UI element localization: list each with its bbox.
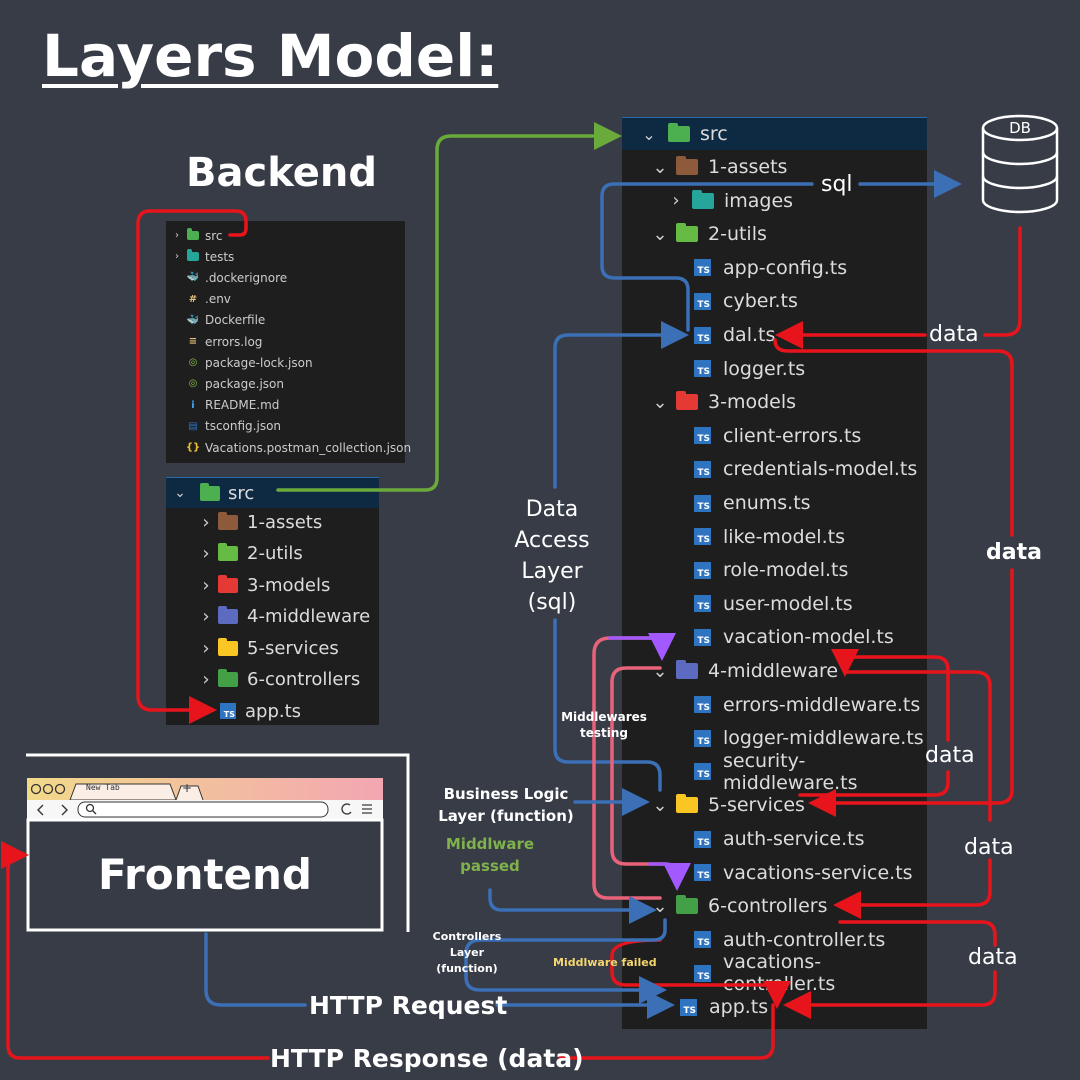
- new-tab-icon: +: [182, 781, 193, 795]
- file-label: app.ts: [245, 700, 302, 722]
- typescript-file-icon: TS: [694, 494, 711, 512]
- src-folder-header[interactable]: ⌄ src: [622, 117, 927, 150]
- chevron-down-icon: ⌄: [642, 124, 656, 144]
- browser-tab-label: New Tab: [86, 783, 120, 792]
- folder-row[interactable]: ⌄ 1-assets: [622, 151, 787, 183]
- typescript-file-icon: TS: [694, 427, 711, 445]
- middleware-failed-label: Middlware failed: [553, 956, 657, 969]
- frontend-title: Frontend: [98, 850, 312, 899]
- file-label: auth-service.ts: [723, 828, 865, 850]
- sql-label: sql: [821, 172, 853, 197]
- typescript-file-icon: TS: [694, 729, 711, 747]
- typescript-file-icon: TS: [694, 460, 711, 478]
- folder-services-icon: [676, 794, 698, 814]
- folder-label: 2-utils: [247, 543, 303, 564]
- data-label-middleware: data: [925, 743, 975, 768]
- file-row[interactable]: TS auth-service.ts: [622, 823, 864, 855]
- folder-label: 3-models: [247, 574, 331, 596]
- data-label-controllers: data: [968, 945, 1018, 970]
- http-request-label: HTTP Request: [309, 991, 508, 1020]
- folder-src-icon: [668, 123, 690, 142]
- folder-label: 4-middleware: [247, 606, 371, 627]
- typescript-file-icon: TS: [694, 360, 711, 378]
- http-response-label: HTTP Response (data): [270, 1044, 584, 1073]
- folder-assets-icon: [676, 156, 698, 175]
- typescript-file-icon: TS: [694, 595, 711, 613]
- data-label-dal: data: [929, 322, 979, 347]
- db-label: DB: [1009, 119, 1031, 137]
- typescript-file-icon: TS: [694, 628, 711, 646]
- data-label-services: data: [964, 835, 1014, 860]
- page-title: Layers Model:: [42, 22, 499, 90]
- folder-label: 1-assets: [708, 156, 788, 178]
- typescript-file-icon: TS: [694, 830, 711, 848]
- typescript-file-icon: TS: [694, 561, 711, 579]
- folder-label: 6-controllers: [247, 669, 361, 690]
- typescript-file-icon: TS: [694, 696, 711, 714]
- typescript-file-icon: TS: [694, 528, 711, 546]
- data-label-right: data: [986, 540, 1042, 565]
- typescript-file-icon: TS: [694, 763, 711, 781]
- chevron-down-icon: ⌄: [652, 156, 668, 178]
- folder-label: 1-assets: [247, 511, 323, 533]
- folder-label: 5-services: [247, 637, 339, 659]
- folder-label: src: [700, 123, 728, 145]
